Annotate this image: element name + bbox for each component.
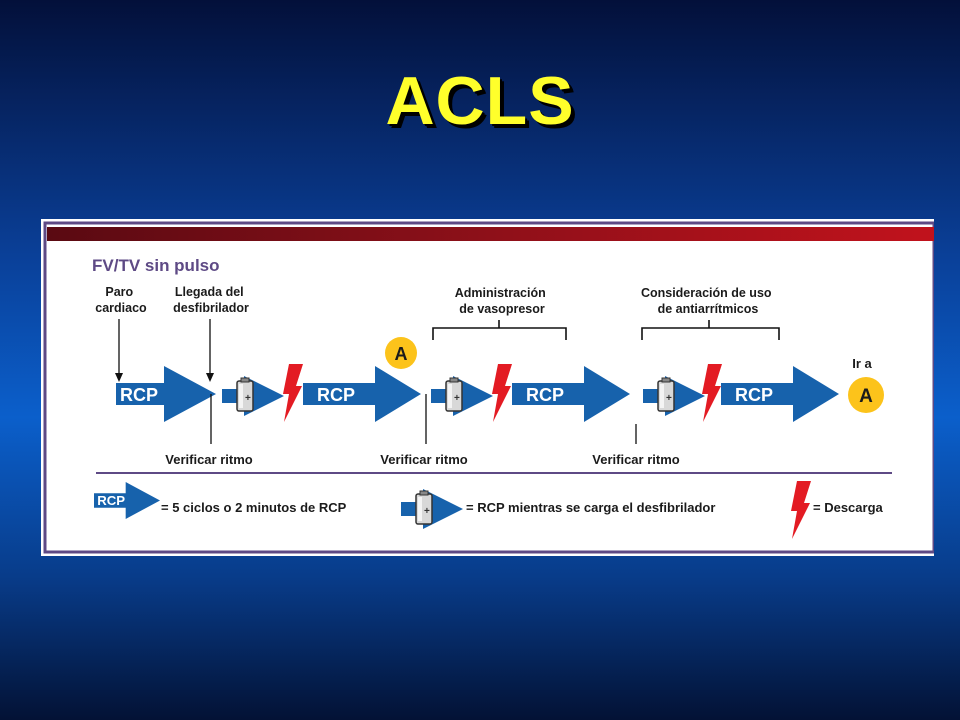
legend-shock-text: = Descarga	[813, 500, 884, 515]
diagram-heading: FV/TV sin pulso	[92, 256, 220, 275]
svg-text:RCP: RCP	[317, 385, 355, 405]
circle-a-2: A	[848, 377, 884, 413]
rcp-arrow-3: RCP	[512, 366, 630, 422]
label-vasopresor: Administración de vasopresor	[455, 286, 549, 316]
verificar-ritmo-3: Verificar ritmo	[592, 452, 679, 467]
svg-text:RCP: RCP	[735, 385, 773, 405]
paro-arrow-head	[115, 373, 123, 382]
label-antiarritmicos: Consideración de uso de antiarrítmicos	[641, 286, 775, 316]
verificar-ritmo-2: Verificar ritmo	[380, 452, 467, 467]
legend-rcp-arrow: RCP	[94, 482, 160, 519]
legend-rcp-text: = 5 ciclos o 2 minutos de RCP	[161, 500, 347, 515]
acls-diagram-panel: + FV/TV sin pulso Paro cardiaco Llegada …	[41, 219, 934, 556]
svg-text:A: A	[395, 344, 408, 364]
label-paro-cardiaco: Paro cardiaco	[95, 285, 147, 315]
rcp-arrow-2: RCP	[303, 366, 421, 422]
svg-text:RCP: RCP	[526, 385, 564, 405]
svg-text:RCP: RCP	[120, 385, 158, 405]
verificar-ritmo-1: Verificar ritmo	[165, 452, 252, 467]
llegada-arrow-head	[206, 373, 214, 382]
label-ir-a: Ir a	[852, 356, 872, 371]
antiarritmicos-brace	[641, 327, 780, 340]
label-llegada-desfibrilador: Llegada del desfibrilador	[173, 285, 249, 315]
rcp-arrow-4: RCP	[721, 366, 839, 422]
top-bar	[47, 227, 934, 241]
slide-title: ACLS	[385, 63, 575, 139]
svg-text:A: A	[859, 386, 873, 407]
svg-text:RCP: RCP	[97, 493, 125, 508]
circle-a-1: A	[385, 337, 417, 369]
legend-charge-text: = RCP mientras se carga el desfibrilador	[466, 500, 715, 515]
rcp-arrow-1: RCP	[116, 366, 216, 422]
